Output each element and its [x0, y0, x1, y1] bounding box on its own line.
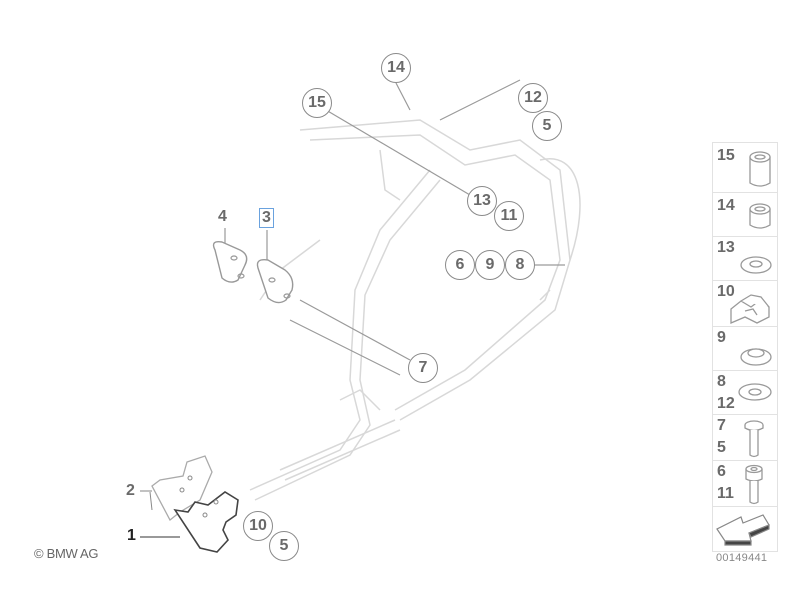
callout-6[interactable]: 6 — [445, 250, 475, 280]
legend-item-arrow[interactable] — [712, 506, 778, 552]
legend-number: 12 — [717, 395, 735, 412]
callout-12[interactable]: 12 — [518, 83, 548, 113]
legend-item-6-11[interactable]: 6 11 — [712, 460, 778, 506]
callout-14[interactable]: 14 — [381, 53, 411, 83]
diagram-number: 00149441 — [716, 552, 768, 564]
short-sleeve-icon — [749, 203, 771, 229]
legend-number: 10 — [717, 283, 735, 300]
legend-item-15[interactable]: 15 — [712, 142, 778, 192]
copyright-text: © BMW AG — [34, 546, 99, 561]
legend-number: 9 — [717, 329, 726, 346]
callout-5-top[interactable]: 5 — [532, 111, 562, 141]
callout-10[interactable]: 10 — [243, 511, 273, 541]
legend-item-9[interactable]: 9 — [712, 326, 778, 370]
callout-13[interactable]: 13 — [467, 186, 497, 216]
callout-15[interactable]: 15 — [302, 88, 332, 118]
direction-arrow-icon — [716, 514, 770, 546]
label-4[interactable]: 4 — [218, 208, 227, 225]
parts-legend: 15 14 13 10 9 8 12 7 5 6 11 — [712, 142, 778, 552]
label-2[interactable]: 2 — [126, 482, 135, 499]
u-clip-nut-icon — [730, 294, 770, 324]
tall-sleeve-icon — [749, 151, 771, 187]
callout-11[interactable]: 11 — [494, 201, 524, 231]
callout-8[interactable]: 8 — [505, 250, 535, 280]
rubber-washer-icon — [740, 256, 772, 274]
callout-5-bottom[interactable]: 5 — [269, 531, 299, 561]
legend-item-14[interactable]: 14 — [712, 192, 778, 236]
legend-number: 8 — [717, 373, 726, 390]
legend-number: 14 — [717, 197, 735, 214]
legend-item-7-5[interactable]: 7 5 — [712, 414, 778, 460]
flat-washer-icon — [738, 383, 772, 401]
legend-item-10[interactable]: 10 — [712, 280, 778, 326]
pan-head-screw-icon — [744, 420, 764, 458]
socket-head-screw-icon — [745, 464, 763, 505]
rubber-grommet-icon — [740, 348, 772, 366]
legend-number: 13 — [717, 239, 735, 256]
legend-number: 15 — [717, 147, 735, 164]
legend-number: 7 — [717, 417, 726, 434]
legend-number: 6 — [717, 463, 726, 480]
callout-7[interactable]: 7 — [408, 353, 438, 383]
label-1[interactable]: 1 — [127, 527, 136, 544]
legend-item-13[interactable]: 13 — [712, 236, 778, 280]
callout-9[interactable]: 9 — [475, 250, 505, 280]
label-3-selected[interactable]: 3 — [259, 208, 274, 228]
legend-number: 11 — [717, 485, 734, 502]
legend-number: 5 — [717, 439, 726, 456]
legend-item-8-12[interactable]: 8 12 — [712, 370, 778, 414]
